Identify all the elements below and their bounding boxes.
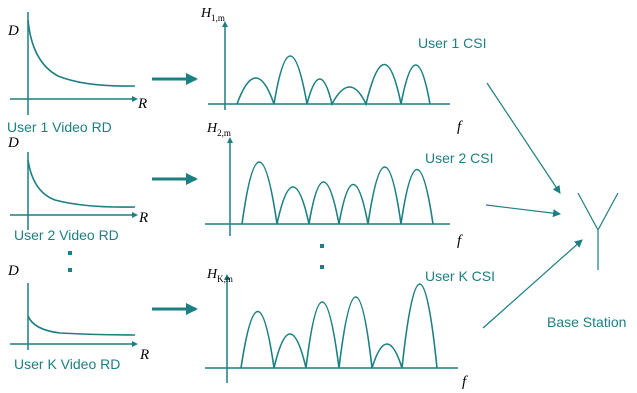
channel-x-label: f bbox=[462, 374, 468, 390]
channel-x-label: f bbox=[457, 233, 463, 249]
channel-y-label: H bbox=[206, 267, 218, 282]
user-1-channel-plot: H1,m f User 1 CSI bbox=[200, 6, 486, 135]
rd-x-label: R bbox=[139, 347, 149, 363]
base-station: Base Station bbox=[547, 192, 626, 330]
rd-caption: User K Video RD bbox=[14, 356, 120, 372]
rd-y-label: D bbox=[7, 135, 19, 151]
user-2-channel-plot: H2,m f User 2 CSI bbox=[205, 121, 493, 249]
csi-label: User 2 CSI bbox=[425, 150, 493, 166]
base-station-label: Base Station bbox=[547, 314, 626, 330]
rd-caption: User 1 Video RD bbox=[7, 119, 112, 135]
rd-curve bbox=[27, 315, 136, 336]
csi-arrow-user-k bbox=[482, 239, 583, 329]
csi-label: User K CSI bbox=[425, 268, 495, 284]
channel-y-subscript: K,m bbox=[217, 274, 233, 284]
channel-y-subscript: 1,m bbox=[211, 13, 225, 23]
rd-x-label: R bbox=[138, 210, 148, 226]
antenna-icon bbox=[577, 192, 619, 232]
csi-arrow-user-1 bbox=[486, 82, 561, 194]
svg-text:H1,m: H1,m bbox=[200, 6, 225, 23]
rd-curve bbox=[27, 159, 136, 208]
user-2-rd-plot: D R User 2 Video RD bbox=[7, 135, 148, 243]
user-1-rd-plot: D R User 1 Video RD bbox=[7, 12, 147, 135]
user-k-rd-plot: D R User K Video RD bbox=[7, 263, 149, 372]
rd-y-label: D bbox=[7, 263, 19, 279]
vertical-dots-icon bbox=[68, 244, 324, 272]
user-k-channel-plot: HK,m f User K CSI bbox=[205, 267, 495, 390]
rd-curve bbox=[27, 19, 136, 87]
svg-text:H2,m: H2,m bbox=[206, 121, 231, 138]
channel-response bbox=[240, 283, 438, 369]
rd-y-label: D bbox=[7, 23, 19, 39]
rd-x-label: R bbox=[137, 96, 147, 112]
channel-x-label: f bbox=[457, 119, 463, 135]
csi-label: User 1 CSI bbox=[418, 35, 486, 51]
channel-y-label: H bbox=[206, 121, 218, 136]
svg-text:HK,m: HK,m bbox=[206, 267, 233, 284]
channel-y-subscript: 2,m bbox=[217, 128, 231, 138]
channel-response bbox=[236, 55, 431, 107]
csi-arrow-user-2 bbox=[485, 204, 561, 218]
rd-caption: User 2 Video RD bbox=[14, 227, 119, 243]
channel-response bbox=[241, 161, 434, 225]
channel-y-label: H bbox=[200, 6, 212, 21]
